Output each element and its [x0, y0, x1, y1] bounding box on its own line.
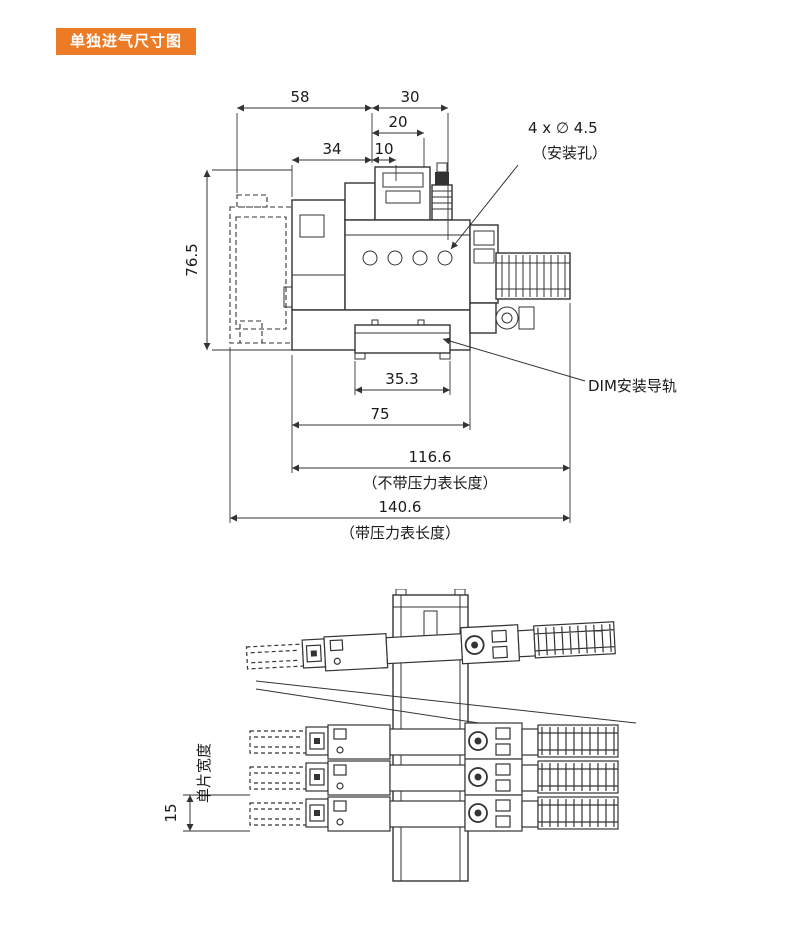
section-header: 单独进气尺寸图 — [56, 28, 800, 55]
dim-58-label: 58 — [290, 88, 309, 106]
pressure-gauge-section — [229, 194, 293, 344]
leader-line — [442, 337, 586, 382]
stack-view-drawing: 15 单片宽度 — [162, 589, 637, 882]
mounting-hole — [387, 250, 403, 266]
dimension-20: 20 — [372, 113, 425, 167]
dim-34-label: 34 — [322, 140, 341, 158]
dimension-58: 58 — [236, 88, 373, 193]
dim-75-label: 75 — [370, 405, 389, 423]
valve-slice — [249, 758, 619, 796]
label-mounting-holes-1: 4 x ∅ 4.5 — [528, 119, 598, 137]
label-slice-width: 单片宽度 — [195, 743, 213, 803]
dim-15-label: 15 — [162, 803, 180, 822]
dimension-75: 75 — [291, 337, 471, 473]
dim-20-label: 20 — [388, 113, 407, 131]
side-view-drawing: 58 30 20 34 10 76.5 35.3 75 — [183, 88, 677, 542]
callout-mounting-holes: 4 x ∅ 4.5 （安装孔） — [450, 119, 607, 250]
dimension-10: 10 — [372, 140, 397, 181]
section-title-badge: 单独进气尺寸图 — [56, 28, 197, 55]
valve-body-group — [229, 162, 571, 360]
leader-line — [450, 164, 519, 250]
dimension-30: 30 — [372, 88, 449, 240]
mounting-hole — [412, 250, 428, 266]
label-without-gauge: （不带压力表长度） — [362, 474, 497, 492]
dimension-140-6: 140.6 （带压力表长度） — [229, 347, 570, 542]
label-mounting-holes-2: （安装孔） — [532, 144, 607, 162]
mounting-hole — [362, 250, 378, 266]
dimension-76-5: 76.5 — [183, 169, 292, 351]
din-rail-clip — [354, 319, 451, 360]
callout-din-rail: DIM安装导轨 — [442, 337, 677, 395]
exhaust-fitting — [431, 162, 453, 221]
valve-slice — [249, 794, 619, 832]
dim-76-5-label: 76.5 — [183, 243, 201, 276]
right-connector — [469, 224, 571, 334]
ribbed-connector — [495, 252, 571, 300]
mounting-hole — [437, 250, 453, 266]
dimension-15: 15 单片宽度 — [162, 743, 250, 832]
label-din-rail: DIM安装导轨 — [588, 377, 677, 395]
dimension-35-3: 35.3 — [354, 361, 451, 395]
label-with-gauge: （带压力表长度） — [340, 524, 460, 542]
solenoid-section — [344, 166, 431, 221]
dim-10-label: 10 — [374, 140, 393, 158]
dimension-116-6: 116.6 （不带压力表长度） — [292, 303, 571, 523]
dim-35-3-label: 35.3 — [385, 370, 418, 388]
dim-116-6-label: 116.6 — [409, 448, 452, 466]
dim-140-6-label: 140.6 — [379, 498, 422, 516]
dim-30-label: 30 — [400, 88, 419, 106]
pilot-section — [283, 199, 346, 311]
valve-slice — [249, 722, 619, 760]
